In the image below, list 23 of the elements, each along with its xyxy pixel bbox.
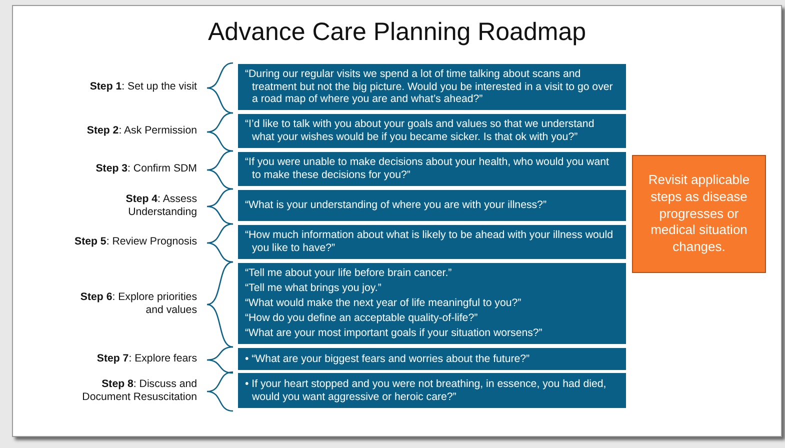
question-text: “Tell me about your life before brain cancer.” — [245, 267, 453, 280]
question-text: “How do you define an acceptable quality-of-life?” — [245, 312, 479, 325]
title: Advance Care Planning Roadmap — [206, 18, 587, 47]
question-text: • “What are your biggest fears and worries about the future?” — [245, 352, 531, 366]
step-label: Step 1: Set up the visit — [88, 80, 197, 94]
step-label: Step 2: Ask Permission — [86, 124, 197, 138]
question-text: • If your heart stopped and you were not breathing, in essence, you had died, would you want aggressive or heroic care?” — [245, 378, 608, 404]
question-text: “What would make the next year of life meaningful to you?” — [245, 297, 522, 310]
step-label: Step 5: Review Prognosis — [74, 235, 197, 249]
question-text: “How much information about what is likely to be ahead with your illness would you like to have?” — [245, 229, 614, 255]
question-text: “Tell me what brings you joy.” — [245, 282, 382, 296]
question-text: “If you were unable to make decisions about your health, who would you want to make these decisions for you?” — [245, 156, 610, 182]
question-text: “I’d like to talk with you about your goals and values so that we understand what your wishes would be if you became sicker. Is that ok with you?” — [245, 118, 596, 144]
question-text: “During our regular visits we spend a lot of time talking about scans and treatment but not the big picture. Would you be interested in a visit to go over a road map of where you are and what’s ahead?” — [245, 68, 614, 106]
note-box — [632, 155, 766, 273]
question-text: “What is your understanding of where you are with your illness?” — [245, 199, 548, 212]
step-label: Step 3: Confirm SDM — [94, 162, 197, 176]
step-label: Step 6: Explore priorities and values — [79, 290, 197, 317]
step-label: Step 7: Explore fears — [96, 352, 197, 366]
step-label: Step 4: Assess Understanding — [124, 192, 197, 219]
note-text: Revisit applicable steps as disease progresses or medical situation changes. — [647, 172, 751, 256]
step-label: Step 8: Discuss and Document Resuscitation — [81, 377, 197, 404]
question-text: “What are your most important goals if your situation worsens?” — [245, 326, 544, 340]
